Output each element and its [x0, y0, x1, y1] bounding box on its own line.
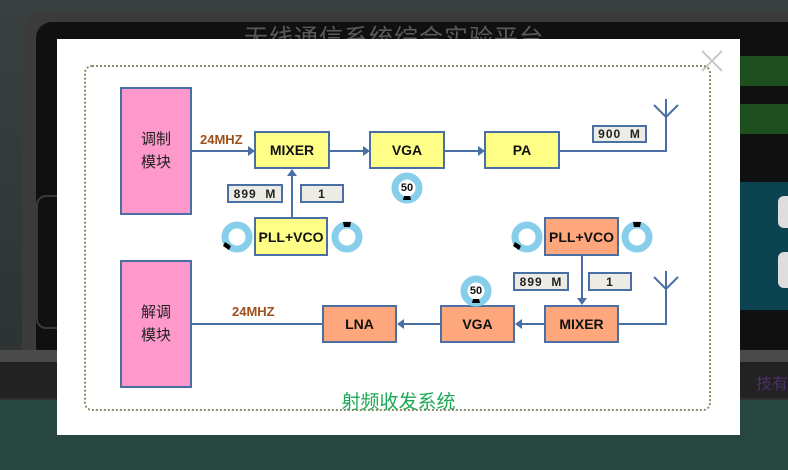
knob-ring-icon: [331, 221, 363, 253]
knob-ring-icon: [460, 275, 492, 307]
tx-connector-mod-mixer: [192, 150, 254, 152]
rx-vga-gain-knob[interactable]: 50: [459, 274, 493, 308]
arrow-right-icon: [478, 146, 485, 156]
arrow-down-icon: [577, 298, 587, 305]
rx-vga-block[interactable]: VGA: [440, 305, 515, 343]
rx-connector-antenna-mixer: [619, 323, 667, 325]
tx-output-frequency: 900 M: [592, 125, 647, 143]
demodulation-module-line1: 解调: [140, 303, 171, 321]
tx-pll-frequency-input[interactable]: 899 M: [227, 184, 283, 203]
demodulation-module-line2: 模块: [140, 326, 171, 344]
rx-pll-left-knob[interactable]: [510, 220, 544, 254]
rx-connector-lna-demod: [192, 323, 323, 325]
tx-pa-block[interactable]: PA: [484, 131, 560, 169]
tx-connector-vga-pa: [445, 150, 483, 152]
tx-vga-gain-knob[interactable]: 50: [390, 171, 424, 205]
knob-ring-icon: [511, 221, 543, 253]
side-green-button-1[interactable]: [740, 56, 788, 86]
rx-lna-block[interactable]: LNA: [322, 305, 397, 343]
tx-connector-pll-mixer: [291, 174, 293, 217]
rx-connector-mixer-vga: [521, 323, 545, 325]
rx-connector-pll-mixer: [581, 256, 583, 299]
side-green-button-2[interactable]: [740, 104, 788, 134]
knob-ring-icon: [621, 221, 653, 253]
modulation-module-line1: 调制: [140, 130, 171, 148]
knob-ring-icon: [391, 172, 423, 204]
rx-pll-frequency-input[interactable]: 899 M: [513, 272, 569, 291]
side-tool-icon-1[interactable]: [778, 196, 788, 228]
diagram-border: [84, 65, 711, 411]
footer-text: 技有: [755, 374, 788, 393]
arrow-up-icon: [287, 169, 297, 176]
tx-pll-right-knob[interactable]: [330, 220, 364, 254]
rx-output-frequency: 24MHZ: [232, 304, 275, 319]
rx-mixer-block[interactable]: MIXER: [544, 305, 619, 343]
arrow-right-icon: [363, 146, 370, 156]
rx-antenna-icon: [653, 271, 679, 291]
rx-vga-gain-value: 50: [469, 285, 483, 297]
arrow-right-icon: [248, 146, 255, 156]
knob-ring-icon: [221, 221, 253, 253]
rx-antenna-mast: [665, 279, 667, 325]
rx-pll-divider-input[interactable]: 1: [588, 272, 632, 291]
tx-antenna-mast: [665, 107, 667, 152]
arrow-left-icon: [397, 319, 404, 329]
rx-pll-right-knob[interactable]: [620, 220, 654, 254]
tx-connector-mixer-vga: [330, 150, 368, 152]
tx-pll-vco-block[interactable]: PLL+VCO: [254, 217, 328, 256]
demodulation-module[interactable]: 解调 模块: [120, 260, 192, 388]
arrow-left-icon: [515, 319, 522, 329]
tx-input-frequency: 24MHZ: [200, 132, 243, 147]
tx-pll-left-knob[interactable]: [220, 220, 254, 254]
tx-vga-gain-value: 50: [400, 182, 414, 194]
tx-vga-block[interactable]: VGA: [369, 131, 445, 169]
rx-pll-vco-block[interactable]: PLL+VCO: [544, 217, 619, 256]
system-title: 射频收发系统: [341, 391, 456, 413]
side-tool-icon-2[interactable]: [778, 252, 788, 288]
tx-pll-divider-input[interactable]: 1: [300, 184, 344, 203]
rx-connector-vga-lna: [403, 323, 441, 325]
tx-connector-pa-antenna: [560, 150, 667, 152]
rf-system-dialog: 调制 模块 24MHZ MIXER VGA PA 900 M 50 899 M …: [57, 39, 740, 435]
modulation-module-line2: 模块: [140, 153, 171, 171]
tx-antenna-icon: [653, 99, 679, 119]
tx-mixer-block[interactable]: MIXER: [254, 131, 330, 169]
modulation-module[interactable]: 调制 模块: [120, 87, 192, 215]
